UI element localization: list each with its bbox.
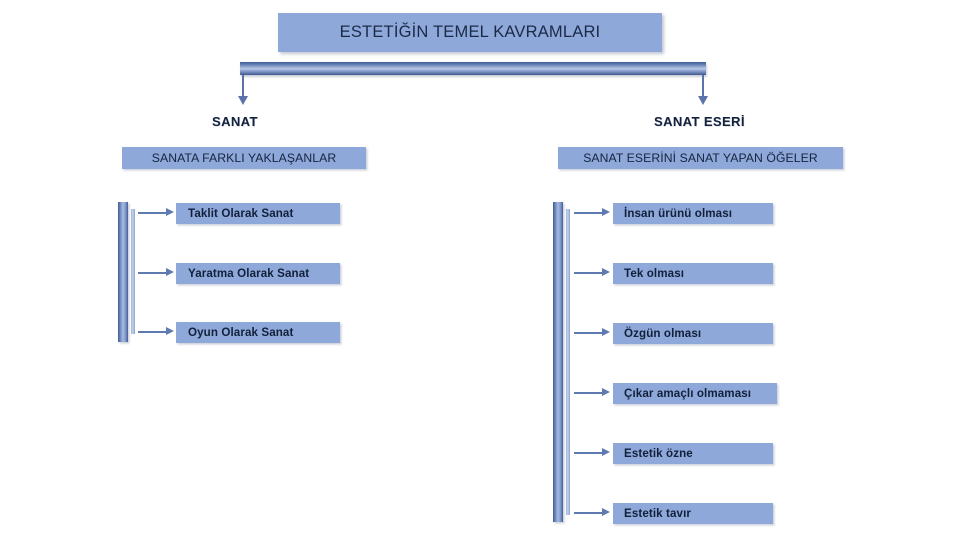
connector-stem-right (702, 75, 704, 97)
list-item: Taklit Olarak Sanat (176, 203, 340, 224)
arrow-right-4-icon (574, 388, 610, 397)
arrow-right-1-icon (574, 208, 610, 217)
list-item: Estetik tavır (613, 503, 773, 524)
diagram-title-box: ESTETİĞİN TEMEL KAVRAMLARI (278, 13, 662, 52)
subheading-box-sanat-eseri: SANAT ESERİNİ SANAT YAPAN ÖĞELER (558, 147, 843, 169)
spine-line-left (131, 209, 135, 334)
spine-bar-right (553, 202, 563, 522)
list-item: Çıkar amaçlı olmaması (613, 383, 777, 404)
arrow-right-5-icon (574, 448, 610, 457)
arrow-right-3-icon (574, 328, 610, 337)
list-item-label: Taklit Olarak Sanat (188, 207, 294, 220)
list-item: Estetik özne (613, 443, 773, 464)
subheading-box-sanat: SANATA FARKLI YAKLAŞANLAR (122, 147, 366, 169)
branch-label-sanat: SANAT (212, 114, 258, 129)
spine-bar-left (118, 202, 128, 342)
subheading-text-sanat-eseri: SANAT ESERİNİ SANAT YAPAN ÖĞELER (583, 151, 818, 165)
list-item: Yaratma Olarak Sanat (176, 263, 340, 284)
list-item-label: Yaratma Olarak Sanat (188, 267, 310, 280)
list-item: Tek olması (613, 263, 773, 284)
list-item-label: Oyun Olarak Sanat (188, 326, 294, 339)
connector-arrow-left-icon (238, 96, 248, 105)
connector-bar (240, 62, 706, 75)
list-item-label: Estetik tavır (624, 507, 692, 520)
list-item-label: Estetik özne (624, 447, 693, 460)
subheading-text-sanat: SANATA FARKLI YAKLAŞANLAR (151, 151, 337, 165)
connector-stem-left (242, 75, 244, 97)
list-item: Özgün olması (613, 323, 773, 344)
list-item-label: Özgün olması (624, 327, 702, 340)
connector-arrow-right-icon (698, 96, 708, 105)
branch-label-sanat-eseri: SANAT ESERİ (654, 114, 745, 129)
arrow-left-2-icon (138, 268, 174, 277)
list-item: Oyun Olarak Sanat (176, 322, 340, 343)
arrow-left-1-icon (138, 208, 174, 217)
arrow-left-3-icon (138, 327, 174, 336)
list-item-label: Çıkar amaçlı olmaması (624, 387, 752, 400)
list-item-label: Tek olması (624, 267, 685, 280)
arrow-right-6-icon (574, 508, 610, 517)
list-item: İnsan ürünü olması (613, 203, 773, 224)
diagram-title-text: ESTETİĞİN TEMEL KAVRAMLARI (339, 23, 601, 41)
spine-line-right (566, 209, 570, 515)
list-item-label: İnsan ürünü olması (624, 207, 733, 220)
arrow-right-2-icon (574, 268, 610, 277)
